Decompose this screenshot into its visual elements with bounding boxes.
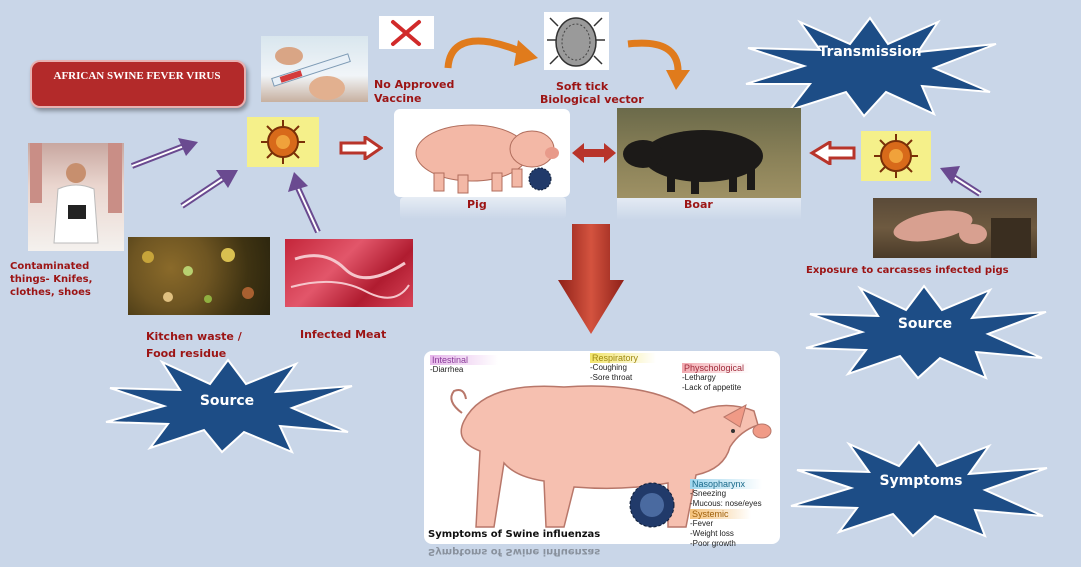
systemic-item-1: -Weight loss — [690, 529, 751, 539]
intestinal-item-0: -Diarrhea — [430, 365, 498, 375]
physchological-item-0: -Lethargy — [682, 373, 750, 383]
transmission-star-icon — [738, 14, 1003, 118]
symptoms-panel: Intestinal -Diarrhea Respiratory -Coughi… — [424, 351, 780, 544]
pig-image — [394, 109, 570, 197]
orange-arrow-left-icon — [440, 28, 540, 88]
physchological-title: Physchological — [682, 363, 750, 373]
nasopharynx-item-0: -Sneezing — [690, 489, 762, 499]
virus-icon-right — [861, 131, 931, 181]
infected-meat-label: Infected Meat — [300, 328, 386, 342]
purple-arrow-kitchen-icon — [176, 164, 242, 212]
infected-meat-photo — [285, 239, 413, 307]
respiratory-title: Respiratory — [590, 353, 656, 363]
intestinal-group: Intestinal -Diarrhea — [430, 355, 498, 375]
syringe-photo — [261, 36, 368, 102]
source-left-label: Source — [172, 393, 282, 409]
syringe-icon — [261, 36, 368, 102]
respiratory-group: Respiratory -Coughing -Sore throat — [590, 353, 656, 383]
butcher-photo — [28, 143, 124, 251]
symptoms-box-reflection: Symptoms of Swine influenzas — [428, 546, 600, 557]
systemic-title: Systemic — [690, 509, 751, 519]
soft-tick-icon — [544, 12, 609, 70]
intestinal-title: Intestinal — [430, 355, 498, 365]
purple-arrow-meat-icon — [284, 170, 328, 238]
title-banner: AFRICAN SWINE FEVER VIRUS — [30, 60, 246, 108]
nasopharynx-item-1: -Mucous: nose/eyes — [690, 499, 762, 509]
orange-arrow-right-icon — [620, 34, 700, 94]
title-text: AFRICAN SWINE FEVER VIRUS — [52, 70, 222, 83]
pig-icon — [394, 109, 570, 197]
carcass-photo — [873, 198, 1037, 258]
respiratory-item-0: -Coughing — [590, 363, 656, 373]
virus-to-boar-arrow-icon — [808, 141, 856, 165]
double-arrow-icon — [572, 143, 616, 163]
boar-image — [617, 108, 801, 198]
soft-tick-label: Soft tick — [556, 80, 608, 94]
virus-to-pig-arrow-icon — [339, 136, 383, 160]
purple-arrow-carcass-icon — [936, 164, 986, 200]
boar-icon — [617, 108, 801, 198]
nasopharynx-group: Nasopharynx -Sneezing -Mucous: nose/eyes — [690, 479, 762, 509]
nasopharynx-title: Nasopharynx — [690, 479, 762, 489]
boar-label: Boar — [684, 198, 713, 212]
kitchen-waste-photo — [128, 237, 270, 315]
respiratory-item-1: -Sore throat — [590, 373, 656, 383]
bio-vector-label: Biological vector — [540, 93, 644, 107]
exposure-label: Exposure to carcasses infected pigs — [806, 264, 1009, 278]
virus-icon — [247, 117, 319, 167]
systemic-item-2: -Poor growth — [690, 539, 751, 549]
no-vaccine-x-icon — [379, 16, 434, 49]
source-right-label: Source — [870, 316, 980, 332]
pig-label: Pig — [467, 198, 487, 212]
physchological-group: Physchological -Lethargy -Lack of appeti… — [682, 363, 750, 393]
systemic-group: Systemic -Fever -Weight loss -Poor growt… — [690, 509, 751, 549]
contaminated-label: Contaminated things- Knifes, clothes, sh… — [10, 260, 92, 299]
transmission-label: Transmission — [800, 44, 940, 60]
systemic-item-0: -Fever — [690, 519, 751, 529]
symptoms-box-title: Symptoms of Swine influenzas — [428, 529, 600, 540]
big-down-arrow-icon — [556, 222, 626, 336]
physchological-item-1: -Lack of appetite — [682, 383, 750, 393]
symptoms-label: Symptoms — [856, 473, 986, 489]
